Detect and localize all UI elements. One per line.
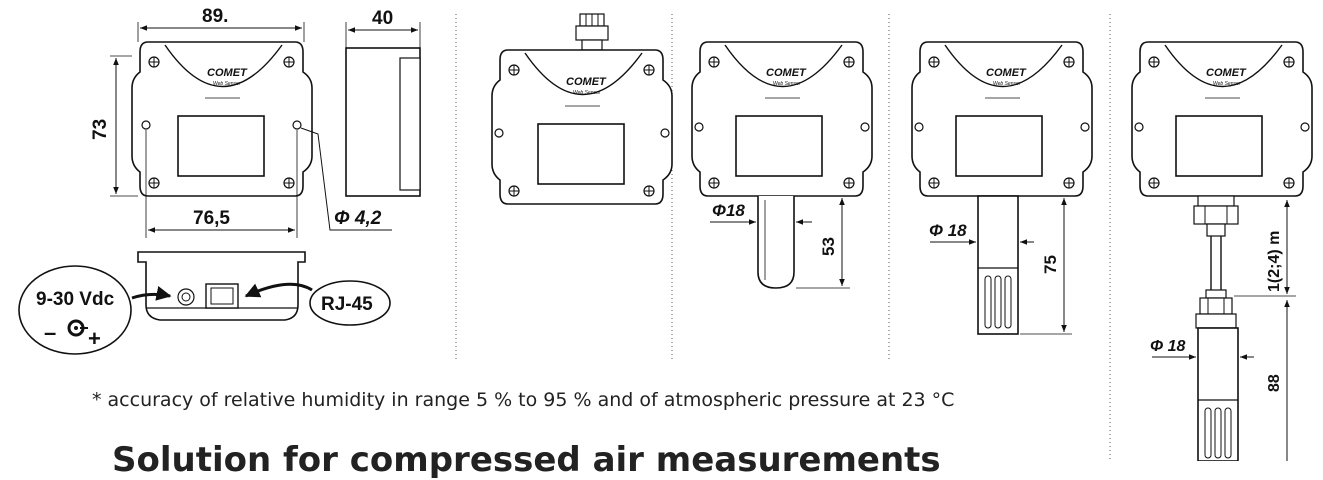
dim-probe1-diameter: Φ18: [712, 201, 745, 220]
svg-text:C: C: [1206, 67, 1215, 79]
logo-subtitle: Web Sensor: [1213, 81, 1241, 87]
svg-text:C: C: [566, 76, 575, 88]
power-label: 9-30 Vdc: [36, 289, 115, 310]
dim-probe3-diameter: Φ 18: [1150, 338, 1186, 355]
front-view-dimensioned: C OMET Web Sensor 89. 73 76,5 Φ 4,2: [90, 6, 392, 238]
bottom-view: 9-30 Vdc – + RJ-45: [18, 251, 391, 355]
technical-drawing: C OMET Web Sensor 89. 73 76,5 Φ 4,2 4: [18, 6, 1313, 461]
dim-probe2-diameter: Φ 18: [929, 221, 967, 240]
dim-height: 73: [90, 119, 111, 140]
svg-text:C: C: [986, 67, 995, 79]
device-cable-gland: C OMET Web Sensor: [491, 13, 673, 205]
dim-hole-diameter: Φ 4,2: [334, 208, 382, 229]
dim-width-top: 89.: [202, 6, 228, 27]
logo-text: OMET: [1214, 67, 1247, 79]
dim-probe3-length: 88: [1266, 374, 1283, 392]
logo-text: OMET: [774, 67, 807, 79]
logo-subtitle: Web Sensor: [573, 90, 601, 96]
separators: [455, 14, 1111, 461]
logo-subtitle: Web Sensor: [993, 81, 1021, 87]
logo-text: OMET: [574, 76, 607, 88]
device-short-probe: C OMET Web Sensor Φ18 53: [691, 41, 873, 289]
side-view: 40: [345, 8, 421, 197]
section-heading: Solution for compressed air measurements: [112, 440, 941, 480]
logo-subtitle: Web Sensor: [773, 81, 801, 87]
dim-depth: 40: [372, 8, 393, 29]
footnote: * accuracy of relative humidity in range…: [92, 389, 955, 411]
logo-text: OMET: [215, 67, 248, 79]
svg-text:C: C: [207, 67, 216, 79]
device-cable-probe: C OMET Web Sensor 1(2;4) m Φ 18: [1131, 41, 1313, 461]
polarity-plus: +: [88, 326, 101, 351]
svg-text:C: C: [766, 67, 775, 79]
dim-probe2-length: 75: [1041, 255, 1060, 274]
dim-cable-length: 1(2;4) m: [1266, 231, 1283, 292]
dim-probe1-length: 53: [819, 237, 838, 256]
dim-width-bottom: 76,5: [193, 208, 230, 229]
polarity-minus: –: [44, 320, 56, 345]
device-long-probe: C OMET Web Sensor Φ 18 75: [911, 41, 1093, 335]
logo-text: OMET: [994, 67, 1027, 79]
network-label: RJ-45: [321, 294, 373, 315]
logo-subtitle: Web Sensor: [213, 81, 241, 87]
